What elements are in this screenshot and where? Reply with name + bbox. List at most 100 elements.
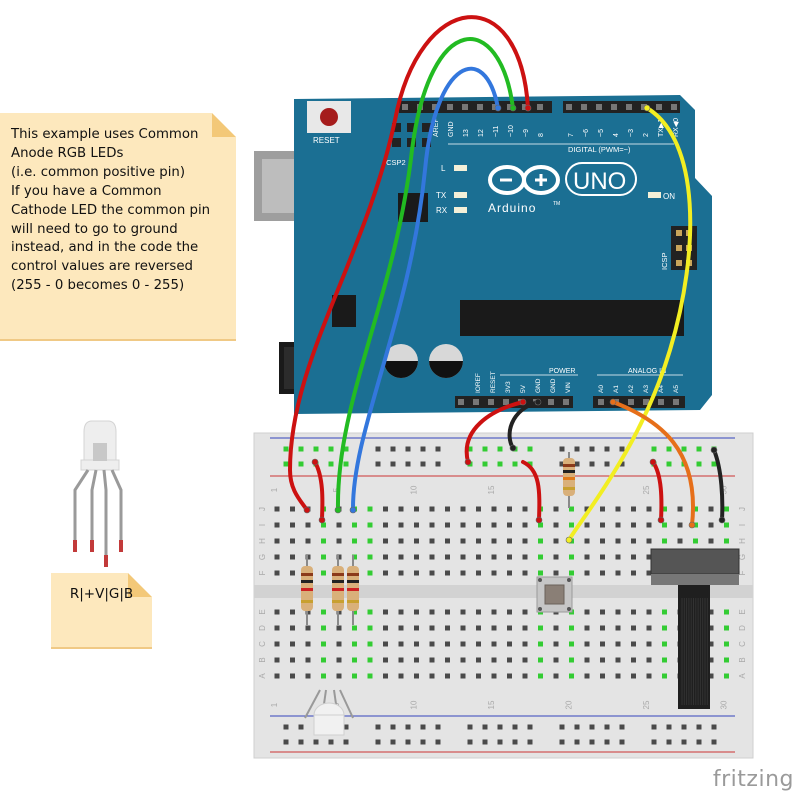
breadboard-hole [290, 657, 295, 663]
breadboard-hole [662, 625, 667, 631]
breadboard-hole [274, 506, 280, 512]
breadboard-hole [367, 625, 373, 631]
digital-label: DIGITAL (PWM=~) [568, 145, 631, 154]
breadboard-hole [383, 538, 388, 544]
breadboard-hole [491, 657, 497, 663]
breadboard-hole [476, 538, 481, 544]
breadboard-hole [600, 506, 605, 512]
breadboard-hole [553, 506, 559, 512]
breadboard-hole [445, 673, 450, 679]
breadboard-hole [553, 522, 559, 528]
breadboard-hole [336, 625, 342, 631]
breadboard-hole [414, 522, 419, 528]
breadboard-hole [336, 522, 342, 528]
rail-hole [574, 739, 580, 745]
wire-end [318, 516, 326, 524]
breadboard-hole [538, 522, 543, 528]
rail-hole [711, 724, 717, 730]
breadboard-hole [584, 609, 590, 615]
pin-label: ~10 [508, 125, 515, 137]
breadboard-hole [584, 673, 590, 679]
rail-hole [435, 739, 441, 745]
breadboard-hole [274, 522, 280, 528]
wire-red-pin9 [287, 15, 530, 512]
breadboard-hole [352, 554, 357, 560]
row-letter: J [258, 507, 267, 511]
row-letter: A [738, 673, 747, 679]
breadboard-hole [383, 554, 388, 560]
breadboard-hole [445, 570, 450, 576]
breadboard-hole [445, 625, 450, 631]
row-letter: J [738, 507, 747, 511]
svg-text:TX: TX [436, 191, 447, 200]
rail-hole [283, 446, 289, 452]
breadboard-hole [336, 657, 342, 663]
breadboard-hole [708, 673, 714, 679]
breadboard-hole [398, 641, 404, 647]
main-chip [460, 300, 684, 336]
rail-hole [666, 446, 672, 452]
rail-hole [375, 461, 381, 467]
pin-label: TX▶1 [658, 119, 665, 137]
breadboard-hole [507, 538, 512, 544]
breadboard-hole [646, 522, 652, 528]
rail-hole [619, 724, 625, 730]
breadboard-hole [646, 641, 652, 647]
rail-hole [651, 446, 657, 452]
rail-hole [696, 739, 702, 745]
breadboard-hole [414, 673, 419, 679]
wire-end [565, 536, 573, 544]
breadboard-hole [569, 641, 574, 647]
rail-hole [711, 461, 717, 467]
breadboard-hole [460, 538, 466, 544]
breadboard-hole [615, 625, 621, 631]
breadboard-hole [677, 538, 683, 544]
breadboard-hole [398, 554, 404, 560]
breadboard-hole [584, 506, 590, 512]
wire-black-rail-pot [712, 448, 725, 522]
rail-hole [405, 461, 411, 467]
rail-hole [313, 739, 319, 745]
rail-hole [527, 461, 533, 467]
wire-end [303, 506, 311, 514]
rail-hole [604, 739, 610, 745]
breadboard-hole [290, 609, 295, 615]
pin-label: 12 [478, 129, 485, 137]
breadboard-hole [693, 538, 698, 544]
wire-end [509, 104, 517, 112]
breadboard-hole [569, 554, 574, 560]
potentiometer [650, 548, 740, 709]
breadboard-hole [600, 538, 605, 544]
breadboard-hole [724, 609, 729, 615]
rail-hole [343, 446, 349, 452]
rail-hole [420, 461, 426, 467]
rail-hole [681, 739, 687, 745]
breadboard-hole [476, 506, 481, 512]
icsp-header [671, 226, 697, 270]
rail-hole [313, 446, 319, 452]
rail-hole [390, 724, 396, 730]
info-note: This example uses Common Anode RGB LEDs … [0, 113, 236, 339]
pin-label: 13 [463, 129, 470, 137]
breadboard-hole [615, 609, 621, 615]
rail-hole [589, 461, 595, 467]
breadboard-hole [445, 522, 450, 528]
rail-hole [497, 446, 503, 452]
breadboard-hole [383, 522, 388, 528]
breadboard-hole [274, 657, 280, 663]
breadboard-hole [290, 506, 295, 512]
row-letter: F [738, 570, 747, 575]
breadboard-hole [522, 609, 528, 615]
breadboard-hole [662, 673, 667, 679]
wire-end [494, 104, 502, 112]
wire-end [311, 458, 319, 466]
pin-label: GND [448, 121, 455, 137]
rail-hole [343, 739, 349, 745]
row-letter: D [258, 625, 267, 631]
column-number: 1 [270, 702, 279, 707]
breadboard-hole [538, 570, 543, 576]
breadboard-hole [367, 641, 373, 647]
breadboard-hole [584, 538, 590, 544]
breadboard-hole [646, 538, 652, 544]
